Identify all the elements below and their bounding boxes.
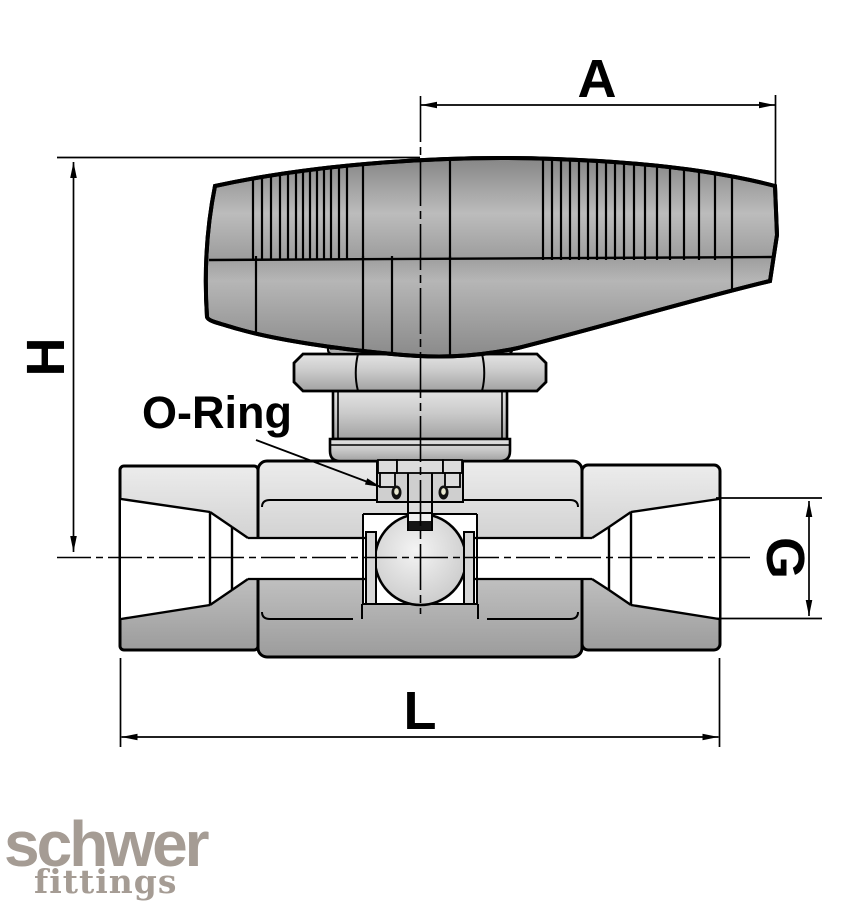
seat-right xyxy=(463,531,475,605)
dimension-L xyxy=(119,658,721,747)
dimension-L-label: L xyxy=(404,681,437,741)
centerlines xyxy=(57,96,750,614)
logo-tagline: fittings xyxy=(34,862,177,901)
logo-brand: schwer xyxy=(4,808,209,880)
bore-lines xyxy=(248,536,592,581)
oring-left xyxy=(391,485,402,500)
right-port xyxy=(591,497,720,621)
seat-left xyxy=(365,531,377,605)
dimension-G xyxy=(716,497,822,620)
oring-right xyxy=(438,485,449,500)
oring-label: O-Ring xyxy=(142,387,292,438)
dimension-H-label: H xyxy=(16,338,76,377)
dimension-A-label: A xyxy=(578,49,617,109)
lever-handle xyxy=(203,156,780,359)
dimension-H xyxy=(57,156,420,552)
internal-joint-lines xyxy=(261,499,579,620)
logo: schwer fittings xyxy=(4,808,212,901)
left-port xyxy=(120,497,249,621)
oring-callout: O-Ring xyxy=(142,387,382,488)
dimension-G-label: G xyxy=(755,537,815,579)
dimension-A xyxy=(421,95,777,185)
stem-glands xyxy=(377,459,463,488)
